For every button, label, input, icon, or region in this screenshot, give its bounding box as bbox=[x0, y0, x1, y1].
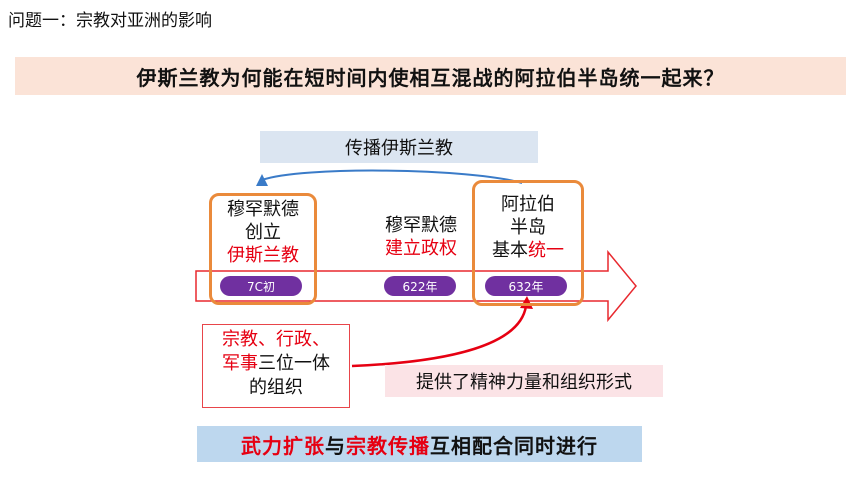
org-line3: 的组织 bbox=[249, 377, 303, 398]
question-text: 伊斯兰教为何能在短时间内使相互混战的阿拉伯半岛统一起来？ bbox=[136, 65, 725, 90]
date-pill-632: 632年 bbox=[485, 276, 567, 296]
unification-line1: 阿拉伯 bbox=[501, 194, 555, 215]
unification-text: 阿拉伯 半岛 基本统一 bbox=[472, 193, 584, 262]
org-line2-red: 军事 bbox=[222, 353, 258, 374]
provide-curve-arrow bbox=[351, 305, 528, 368]
founding-line3: 伊斯兰教 bbox=[227, 245, 299, 266]
org-line2-black: 三位一体 bbox=[258, 353, 330, 374]
provide-label: 提供了精神力量和组织形式 bbox=[385, 365, 663, 397]
org-line1: 宗教、行政、 bbox=[222, 329, 330, 350]
regime-line1: 穆罕默德 bbox=[385, 215, 457, 236]
unification-box bbox=[472, 180, 584, 306]
question-banner: 伊斯兰教为何能在短时间内使相互混战的阿拉伯半岛统一起来？ bbox=[15, 57, 846, 95]
date-7c: 7C初 bbox=[246, 279, 275, 294]
unification-line3: 基本统一 bbox=[472, 239, 584, 262]
regime-text: 穆罕默德 建立政权 bbox=[370, 214, 472, 260]
date-pill-622: 622年 bbox=[384, 276, 456, 296]
unification-line3-red: 统一 bbox=[528, 240, 564, 261]
spread-label: 传播伊斯兰教 bbox=[260, 131, 538, 163]
spread-curve-arrow bbox=[261, 169, 523, 184]
bottom-part4: 互相配合同时进行 bbox=[430, 433, 598, 458]
founding-line1: 穆罕默德 bbox=[227, 199, 299, 220]
bottom-banner: 武力扩张与宗教传播互相配合同时进行 bbox=[197, 426, 642, 462]
regime-line2: 建立政权 bbox=[385, 238, 457, 259]
founding-line2: 创立 bbox=[245, 222, 281, 243]
bottom-part1: 武力扩张 bbox=[241, 433, 325, 458]
org-line2: 军事三位一体 bbox=[203, 352, 349, 376]
unification-line2: 半岛 bbox=[510, 217, 546, 238]
spread-curve-arrowhead bbox=[256, 174, 268, 186]
date-622: 622年 bbox=[402, 279, 438, 294]
unification-line3-black: 基本 bbox=[492, 240, 528, 261]
founding-box bbox=[209, 193, 317, 305]
spread-label-text: 传播伊斯兰教 bbox=[345, 138, 453, 159]
date-632: 632年 bbox=[508, 279, 544, 294]
bottom-part3: 宗教传播 bbox=[346, 433, 430, 458]
organization-box: 宗教、行政、 军事三位一体 的组织 bbox=[202, 324, 350, 408]
date-pill-7c: 7C初 bbox=[220, 276, 302, 296]
founding-text: 穆罕默德 创立 伊斯兰教 bbox=[209, 198, 317, 267]
page-title: 问题一：宗教对亚洲的影响 bbox=[8, 11, 212, 31]
bottom-part2: 与 bbox=[325, 433, 346, 458]
provide-label-text: 提供了精神力量和组织形式 bbox=[416, 372, 632, 393]
